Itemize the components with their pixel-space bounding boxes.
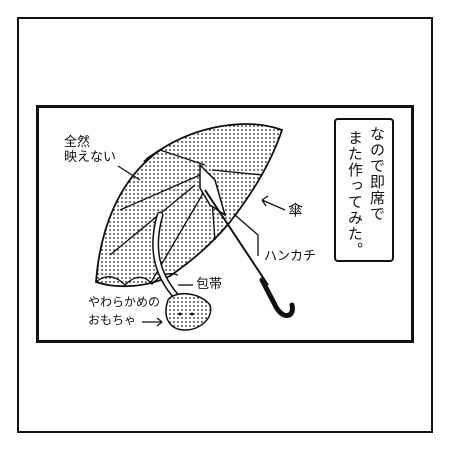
label-full-dots-line1: 全然	[64, 135, 91, 150]
label-umbrella: 傘	[288, 201, 304, 219]
label-full-dots-line2: 映えない	[64, 149, 117, 165]
label-soft-toy-line2: おもちゃ	[88, 312, 137, 327]
narration-col2: また作ってみた。	[346, 130, 364, 258]
umbrella-handle	[259, 277, 295, 318]
arrow-full-dots	[117, 165, 141, 181]
soft-toy	[165, 293, 212, 331]
arrow-handkerchief	[234, 214, 259, 256]
label-full-dots: 全然 映えない	[64, 135, 117, 166]
narration-box: なので即席で また作ってみた。	[334, 118, 394, 262]
narration-col1: なので即席で	[368, 126, 386, 222]
arrow-toy	[142, 317, 163, 327]
umbrella-canopy	[95, 123, 284, 288]
arrow-umbrella	[261, 195, 286, 211]
label-soft-toy-line1: やわらかめの	[88, 295, 161, 309]
label-soft-toy: やわらかめの おもちゃ	[88, 295, 161, 328]
label-handkerchief: ハンカチ	[264, 249, 317, 264]
label-bandage: 包帯	[196, 277, 223, 292]
umbrella-shaft	[204, 189, 269, 286]
